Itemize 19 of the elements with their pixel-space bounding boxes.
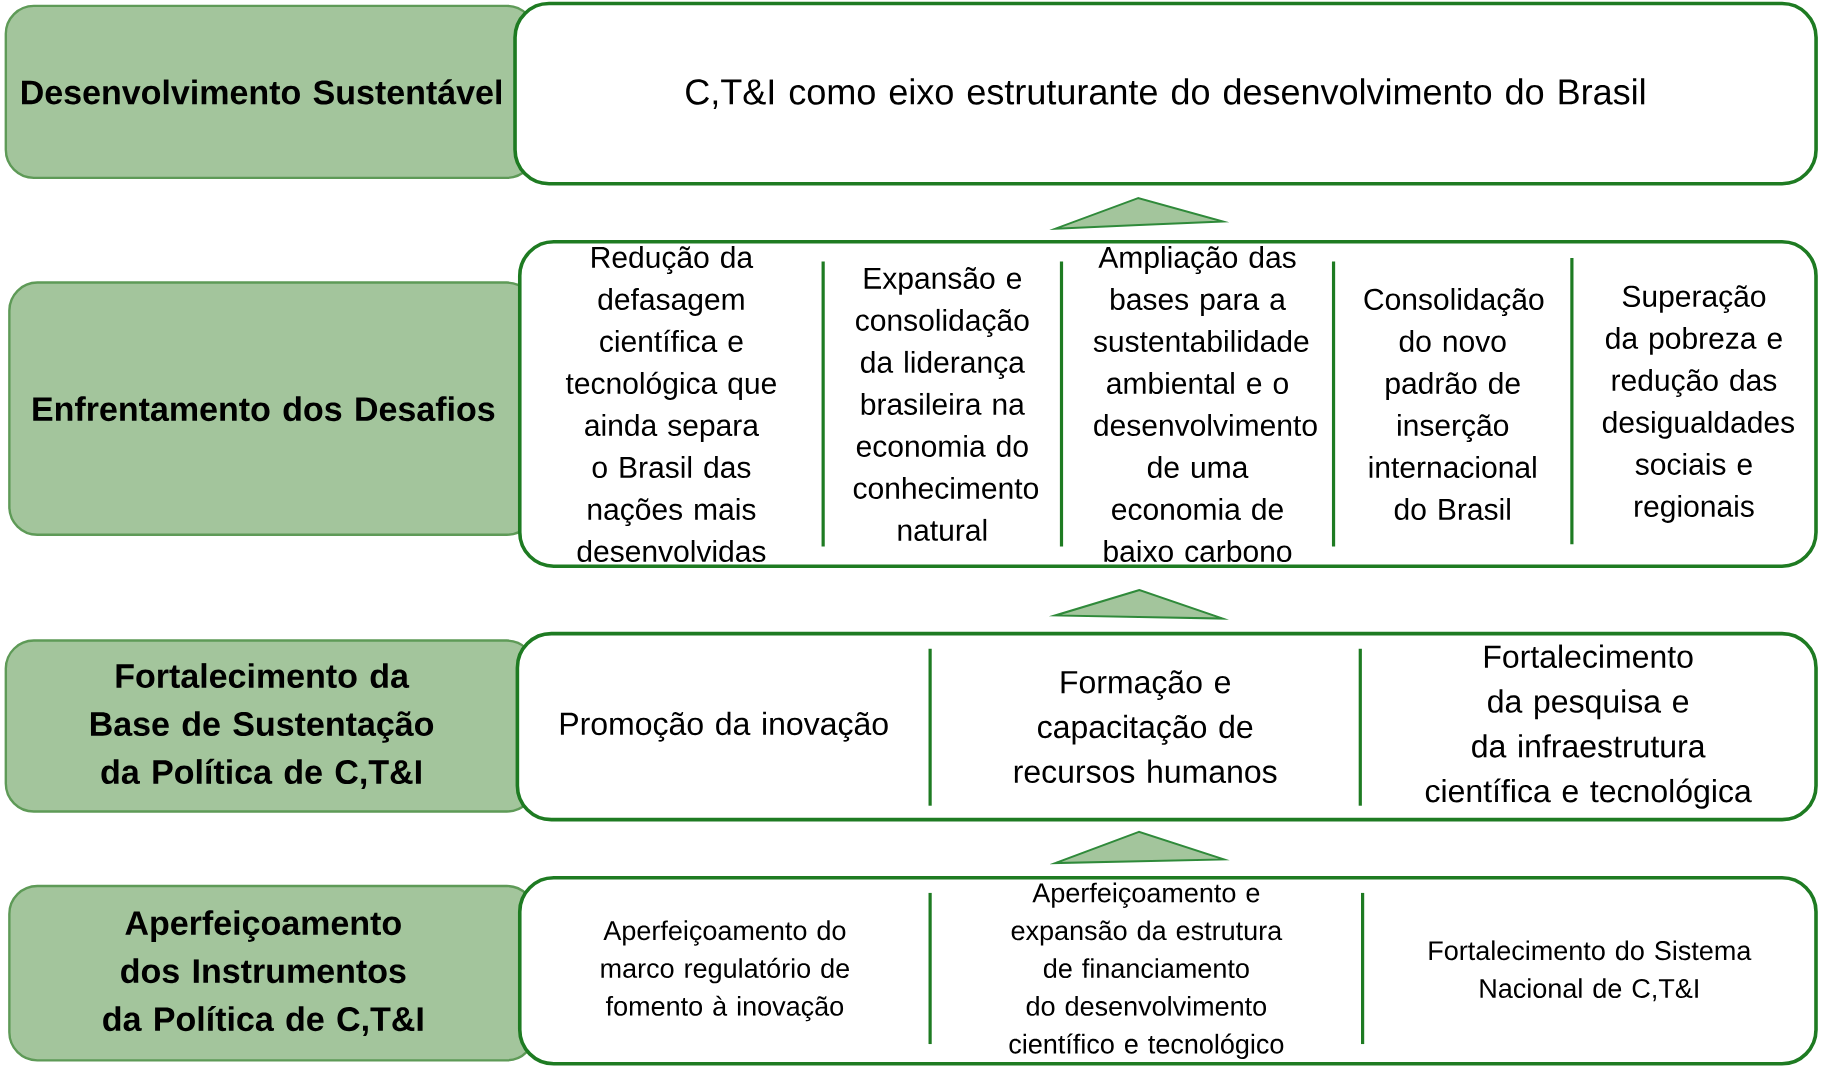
content-cell: Aperfeiçoamento e expansão da estrutura de financiamento do desenvolvimento científico e tecnológico <box>1009 882 1284 1059</box>
content-cell: Consolidação do novo padrão de inserção internacional do Brasil <box>1364 287 1544 520</box>
content-box <box>517 239 1818 568</box>
level-heading-box: Desenvolvimento Sustentável <box>4 4 537 179</box>
content-cell: Fortalecimento da pesquisa e da infraestrutura científica e tecnológica <box>1425 644 1752 809</box>
content-cell: Aperfeiçoamento do marco regulatório de fomento à inovação <box>601 920 849 1022</box>
content-box: C,T&I como eixo estruturante do desenvolvimento do Brasil <box>513 1 1818 186</box>
content-cell: Redução da defasagem científica e tecnológica que ainda separa o Brasil das nações mais desenvolvidas <box>565 245 776 562</box>
level-heading-box: Aperfeiçoamento dos Instrumentos da Política de C,T&I <box>8 884 536 1062</box>
content-box <box>517 875 1818 1066</box>
content-cell: Formação e capacitação de recursos humanos <box>1014 670 1277 783</box>
content-cell: Expansão e consolidação da liderança brasileira na economia do conhecimento natural <box>853 266 1039 541</box>
level-heading-box: Fortalecimento da Base de Sustentação da Política de C,T&I <box>4 639 537 813</box>
content-cell: Promoção da inovação <box>560 711 888 742</box>
content-cell: Ampliação das bases para a sustentabilidade ambiental e o desenvolvimento de uma economia de baixo carbono <box>1093 245 1317 562</box>
content-cell: Fortalecimento do Sistema Nacional de C,T&I <box>1429 940 1752 1002</box>
content-cell: Superação da pobreza e redução das desigualdades sociais e regionais <box>1602 285 1794 523</box>
content-box <box>515 631 1818 822</box>
level-heading-box: Enfrentamento dos Desafios <box>8 281 536 536</box>
